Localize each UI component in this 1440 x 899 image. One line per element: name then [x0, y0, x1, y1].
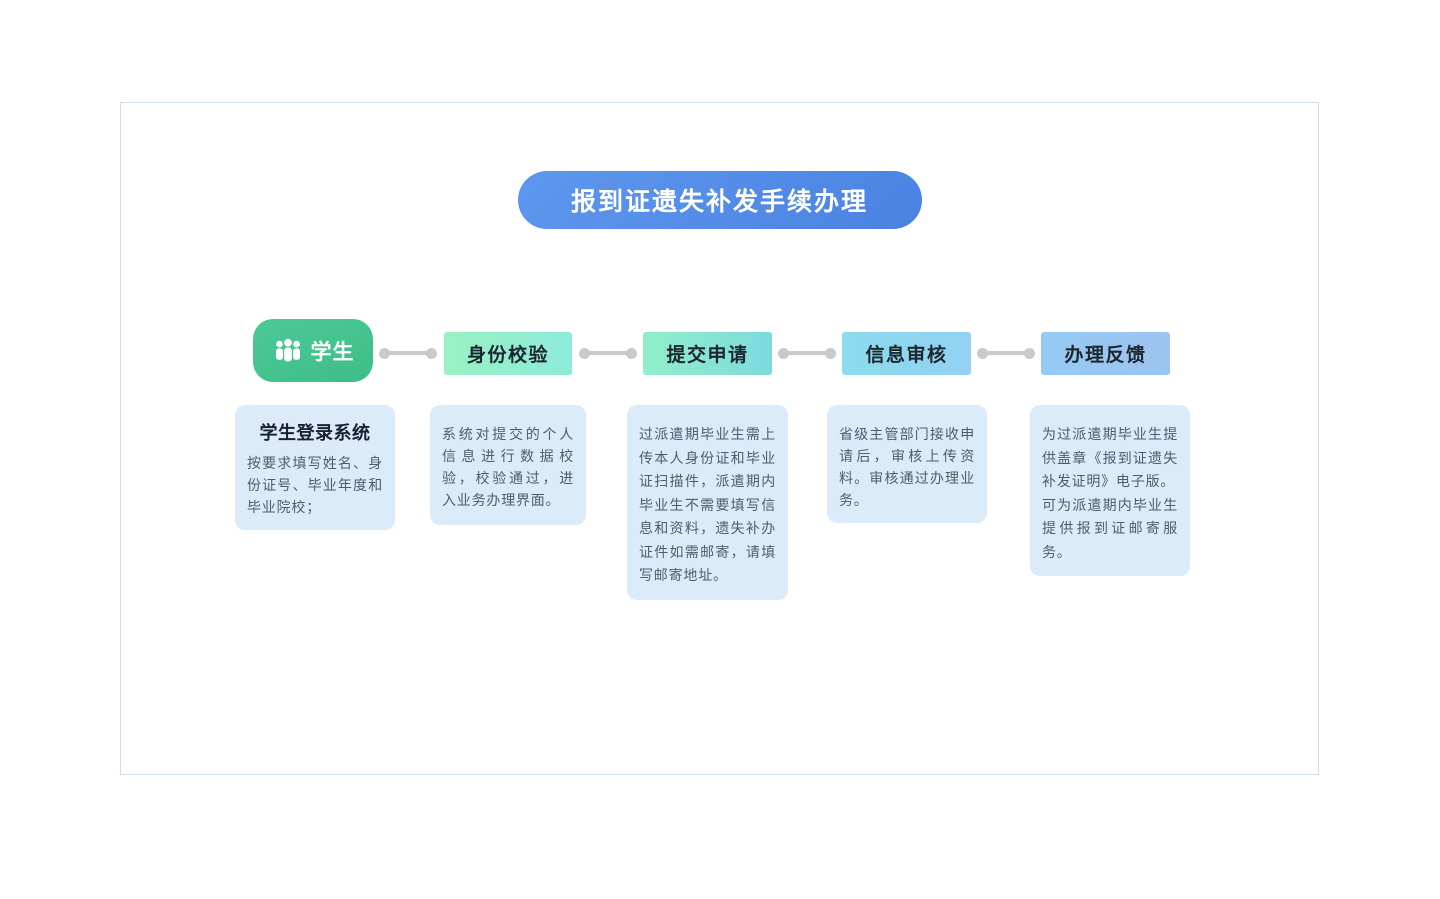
connector-1 [379, 347, 437, 359]
connector-2 [579, 347, 637, 359]
detail-box-submit-application: 过派遣期毕业生需上传本人身份证和毕业证扫描件，派遣期内毕业生不需要填写信息和资料… [627, 405, 788, 600]
step-label: 信息审核 [865, 345, 948, 366]
detail-box-identity-check: 系统对提交的个人信息进行数据校验，校验通过，进入业务办理界面。 [430, 405, 586, 525]
connector-line [787, 351, 827, 355]
detail-box-student-login: 学生登录系统 按要求填写姓名、身份证号、毕业年度和毕业院校； [235, 405, 395, 531]
detail-title: 学生登录系统 [259, 423, 371, 443]
detail-box-info-review: 省级主管部门接收申请后，审核上传资料。审核通过办理业务。 [827, 405, 987, 524]
people-group-icon [272, 336, 304, 366]
connector-dot [977, 347, 988, 359]
step-label: 办理反馈 [1064, 345, 1147, 366]
detail-box-feedback: 为过派遣期毕业生提供盖章《报到证遗失补发证明》电子版。 可为派遣期内毕业生提供报… [1030, 405, 1190, 577]
actor-badge-student: 学生 [253, 319, 373, 382]
step-submit-application: 提交申请 [643, 332, 772, 375]
detail-body: 省级主管部门接收申请后，审核上传资料。审核通过办理业务。 [839, 426, 975, 509]
connector-dot [778, 347, 789, 359]
connector-dot [626, 347, 637, 359]
detail-body: 过派遣期毕业生需上传本人身份证和毕业证扫描件，派遣期内毕业生不需要填写信息和资料… [639, 426, 776, 584]
detail-body: 系统对提交的个人信息进行数据校验，校验通过，进入业务办理界面。 [442, 426, 574, 509]
step-identity-check: 身份校验 [444, 332, 572, 375]
actor-label: 学生 [310, 340, 355, 364]
step-label: 身份校验 [466, 345, 549, 366]
flowchart-card: 报到证遗失补发手续办理 学生 [120, 102, 1319, 775]
connector-dot [579, 347, 590, 359]
detail-body: 为过派遣期毕业生提供盖章《报到证遗失补发证明》电子版。 可为派遣期内毕业生提供报… [1042, 426, 1178, 560]
connector-line [986, 351, 1026, 355]
connector-dot [825, 347, 836, 359]
connector-line [588, 351, 628, 355]
step-label: 提交申请 [666, 345, 749, 366]
step-info-review: 信息审核 [842, 332, 971, 375]
connector-line [388, 351, 428, 355]
connector-3 [778, 347, 836, 359]
connector-dot [379, 347, 390, 359]
title-banner: 报到证遗失补发手续办理 [517, 171, 922, 229]
step-feedback: 办理反馈 [1041, 332, 1170, 375]
connector-4 [977, 347, 1035, 359]
connector-dot [426, 347, 437, 359]
connector-dot [1024, 347, 1035, 359]
detail-body: 按要求填写姓名、身份证号、毕业年度和毕业院校； [247, 455, 383, 516]
page-title: 报到证遗失补发手续办理 [570, 188, 868, 216]
